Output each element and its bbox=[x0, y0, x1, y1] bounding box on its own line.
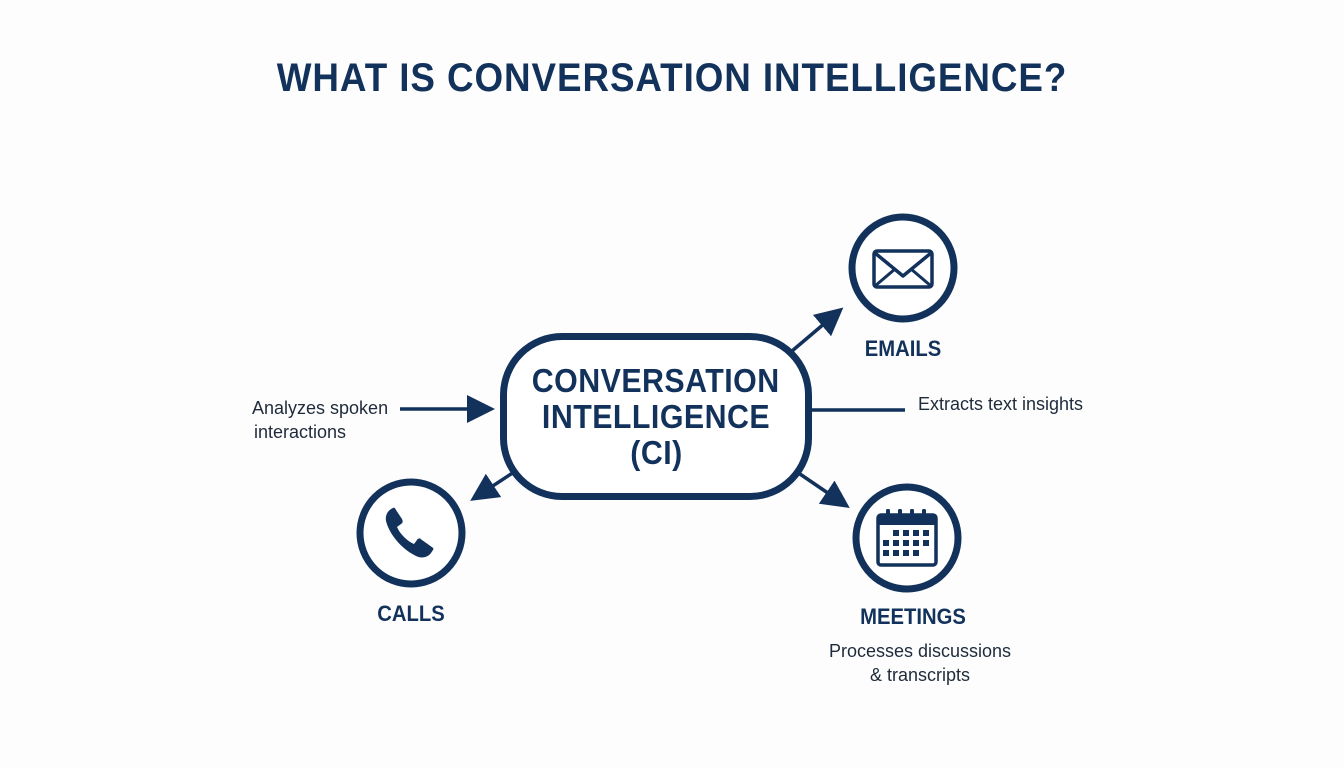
phone-icon bbox=[385, 504, 436, 558]
emails-node bbox=[848, 213, 958, 323]
center-line-2: INTELLIGENCE bbox=[541, 397, 771, 435]
left-note-line-1: Analyzes spoken bbox=[252, 398, 389, 418]
meetings-note: Processes discussions & transcripts bbox=[813, 639, 1027, 687]
conversation-intelligence-box: CONVERSATION INTELLIGENCE (CI) bbox=[500, 333, 812, 500]
meetings-note-line-2: & transcripts bbox=[869, 665, 971, 685]
meetings-note-line-1: Processes discussions bbox=[828, 641, 1012, 661]
calls-label: CALLS bbox=[377, 601, 445, 626]
left-note: Analyzes spoken interactions bbox=[252, 396, 388, 444]
center-line-1: CONVERSATION bbox=[532, 361, 780, 399]
envelope-icon bbox=[872, 249, 934, 289]
arrow-to-emails bbox=[790, 307, 844, 353]
calendar-icon bbox=[876, 509, 938, 567]
page-title: WHAT IS CONVERSATION INTELLIGENCE? bbox=[276, 56, 1068, 100]
meetings-label: MEETINGS bbox=[860, 604, 966, 629]
arrow-to-meetings bbox=[796, 470, 850, 508]
calls-node bbox=[356, 478, 466, 588]
arrow-to-calls bbox=[470, 470, 515, 501]
right-note: Extracts text insights bbox=[918, 394, 1084, 414]
center-line-3: (CI) bbox=[629, 433, 683, 471]
emails-label: EMAILS bbox=[864, 336, 942, 361]
meetings-node bbox=[852, 483, 962, 593]
left-note-line-2: interactions bbox=[254, 422, 347, 442]
